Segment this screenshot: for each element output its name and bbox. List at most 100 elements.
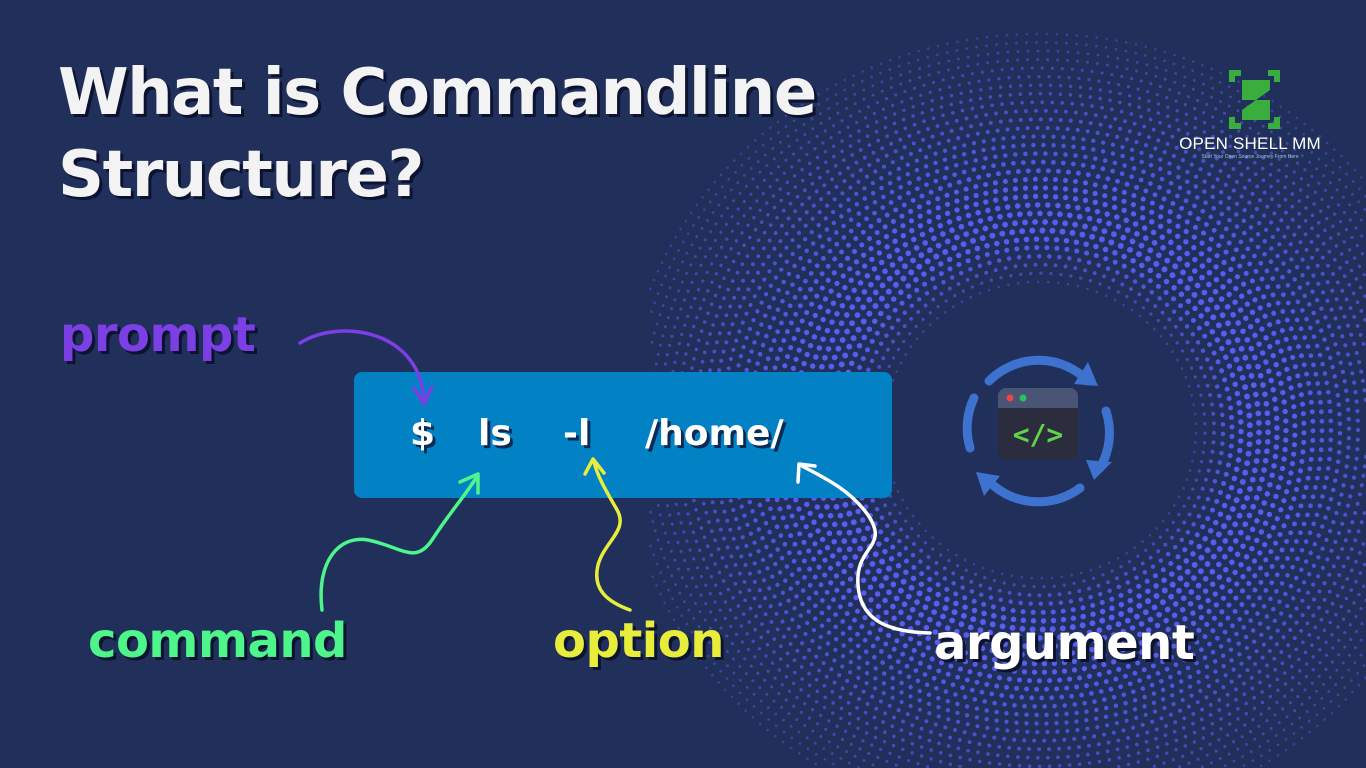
background-dot xyxy=(919,231,926,238)
background-dot xyxy=(1193,126,1197,130)
background-dot xyxy=(940,231,946,237)
background-dot xyxy=(1004,110,1008,115)
background-dot xyxy=(818,634,823,640)
background-dot xyxy=(1151,691,1157,696)
background-dot xyxy=(756,238,761,243)
background-dot xyxy=(830,711,835,715)
code-sync-icon: </> xyxy=(962,356,1114,507)
background-dot xyxy=(1349,588,1354,592)
background-dot xyxy=(1147,267,1154,274)
background-dot xyxy=(679,227,682,231)
background-dot xyxy=(1106,220,1112,227)
background-dot xyxy=(1244,393,1250,400)
background-dot xyxy=(748,606,753,611)
background-dot xyxy=(1055,32,1059,36)
background-dot xyxy=(827,565,834,571)
background-dot xyxy=(775,178,779,182)
background-dot xyxy=(1098,282,1102,286)
background-dot xyxy=(977,742,982,746)
background-dot xyxy=(1058,92,1063,97)
background-dot xyxy=(1285,514,1291,520)
background-dot xyxy=(825,97,829,101)
background-dot xyxy=(1085,60,1090,64)
background-dot xyxy=(1152,764,1157,768)
background-dot xyxy=(1343,473,1348,479)
background-dot xyxy=(1324,667,1328,671)
background-dot xyxy=(906,758,911,763)
background-dot xyxy=(1018,117,1023,122)
background-dot xyxy=(1276,743,1280,747)
background-dot xyxy=(869,338,875,344)
background-dot xyxy=(1168,250,1175,256)
background-dot xyxy=(1200,72,1204,76)
background-dot xyxy=(1354,579,1358,584)
background-dot xyxy=(1223,567,1229,573)
background-dot xyxy=(900,275,907,282)
background-dot xyxy=(1088,95,1093,99)
background-dot xyxy=(1130,202,1136,208)
background-dot xyxy=(1335,459,1341,465)
background-dot xyxy=(752,540,757,545)
background-dot xyxy=(1051,160,1056,165)
background-dot xyxy=(1294,317,1300,323)
background-dot xyxy=(910,575,917,582)
background-dot xyxy=(1208,713,1213,717)
background-dot xyxy=(1190,394,1194,397)
background-dot xyxy=(1320,524,1325,529)
background-dot xyxy=(985,44,988,48)
background-dot xyxy=(876,541,882,547)
background-dot xyxy=(1104,211,1110,217)
background-dot xyxy=(986,172,991,178)
background-dot xyxy=(852,734,856,738)
background-dot xyxy=(989,232,996,239)
background-dot xyxy=(686,567,690,571)
background-dot xyxy=(1056,58,1060,62)
background-dot xyxy=(1049,652,1056,658)
background-dot xyxy=(1194,532,1200,538)
background-dot xyxy=(719,669,722,673)
background-dot xyxy=(1004,247,1010,253)
background-dot xyxy=(1205,383,1210,388)
background-dot xyxy=(1020,617,1027,624)
background-dot xyxy=(1243,554,1250,560)
background-dot xyxy=(1276,688,1280,693)
background-dot xyxy=(1270,234,1275,240)
background-dot xyxy=(806,595,812,601)
background-dot xyxy=(744,709,747,712)
background-dot xyxy=(1130,689,1136,695)
background-dot xyxy=(1345,260,1349,265)
background-dot xyxy=(822,572,828,578)
background-dot xyxy=(963,558,967,562)
background-dot xyxy=(832,154,836,159)
background-dot xyxy=(986,52,990,56)
background-dot xyxy=(1287,654,1292,659)
background-dot xyxy=(1352,256,1357,260)
background-dot xyxy=(855,631,860,637)
background-dot xyxy=(967,220,974,227)
background-dot xyxy=(746,223,750,228)
background-dot xyxy=(1142,609,1149,616)
background-dot xyxy=(969,589,975,594)
background-dot xyxy=(1299,458,1305,464)
background-dot xyxy=(716,547,721,551)
background-dot xyxy=(1040,618,1047,624)
background-dot xyxy=(1204,561,1211,567)
background-dot xyxy=(813,590,819,596)
background-dot xyxy=(945,671,951,677)
background-dot xyxy=(1143,143,1149,148)
background-dot xyxy=(817,103,821,106)
background-dot xyxy=(866,367,871,373)
background-dot xyxy=(807,342,814,349)
background-dot xyxy=(1115,65,1119,69)
background-dot xyxy=(975,724,980,729)
background-dot xyxy=(748,206,752,210)
background-dot xyxy=(893,503,897,507)
background-dot xyxy=(1294,620,1299,625)
background-dot xyxy=(668,286,672,290)
background-dot xyxy=(980,281,984,285)
background-dot xyxy=(1145,63,1149,67)
background-dot xyxy=(1179,205,1185,211)
background-dot xyxy=(855,508,861,515)
background-dot xyxy=(1305,710,1309,713)
background-dot xyxy=(1326,263,1331,268)
